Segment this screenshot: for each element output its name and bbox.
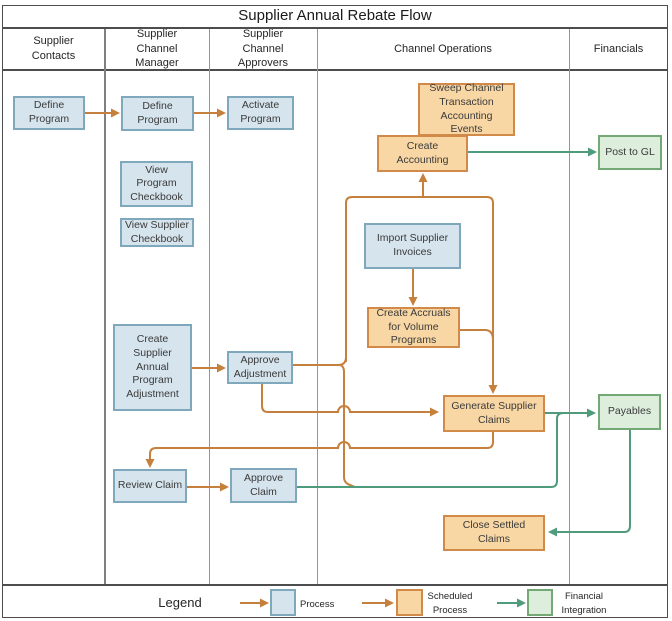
node-create-accruals: Create Accruals for Volume Programs: [367, 307, 460, 348]
lane-divider-manager-approvers: [208, 28, 210, 584]
legend-integration-swatch: [527, 589, 553, 616]
node-view-supplier-checkbook: View Supplier Checkbook: [120, 218, 194, 247]
node-define-program-manager: Define Program: [121, 96, 194, 131]
node-activate-program: Activate Program: [227, 96, 294, 130]
node-payables: Payables: [598, 394, 661, 430]
diagram-title: Supplier Annual Rebate Flow: [238, 7, 432, 24]
node-close-settled-claims: Close Settled Claims: [443, 515, 545, 551]
node-approve-claim: Approve Claim: [230, 468, 297, 503]
node-post-to-gl: Post to GL: [598, 135, 662, 170]
node-create-supplier-adjustment: Create Supplier Annual Program Adjustmen…: [113, 324, 192, 411]
title-separator: [2, 27, 668, 29]
node-view-program-checkbook: View Program Checkbook: [120, 161, 193, 207]
legend-title: Legend: [158, 595, 202, 610]
node-approve-adjustment: Approve Adjustment: [227, 351, 293, 384]
lane-header-channel-operations: Channel Operations: [394, 42, 492, 55]
lane-header-supplier-contacts: Supplier Contacts: [31, 35, 76, 62]
node-generate-supplier-claims: Generate Supplier Claims: [443, 395, 545, 432]
lane-header-financials: Financials: [593, 42, 644, 55]
node-import-supplier-invoices: Import Supplier Invoices: [364, 223, 461, 269]
node-define-program-contacts: Define Program: [13, 96, 85, 130]
legend-scheduled-swatch: [396, 589, 423, 616]
lane-divider-contacts-manager: [104, 28, 106, 584]
node-create-accounting: Create Accounting: [377, 135, 468, 172]
diagram-border: [2, 5, 668, 618]
node-sweep-channel-events: Sweep Channel Transaction Accounting Eve…: [418, 82, 515, 136]
header-separator: [2, 69, 668, 71]
legend-process-label: Process: [300, 599, 335, 610]
lane-divider-approvers-operations: [316, 28, 318, 584]
lane-header-supplier-channel-manager: Supplier Channel Manager: [135, 27, 179, 70]
legend-process-swatch: [270, 589, 296, 616]
legend-separator: [2, 584, 668, 586]
legend-scheduled-label: Scheduled Process: [427, 591, 473, 616]
lane-header-supplier-channel-approvers: Supplier Channel Approvers: [237, 27, 289, 70]
legend-integration-label: Financial Integration: [561, 591, 607, 616]
node-review-claim: Review Claim: [113, 469, 187, 503]
lane-divider-operations-financials: [568, 28, 570, 584]
